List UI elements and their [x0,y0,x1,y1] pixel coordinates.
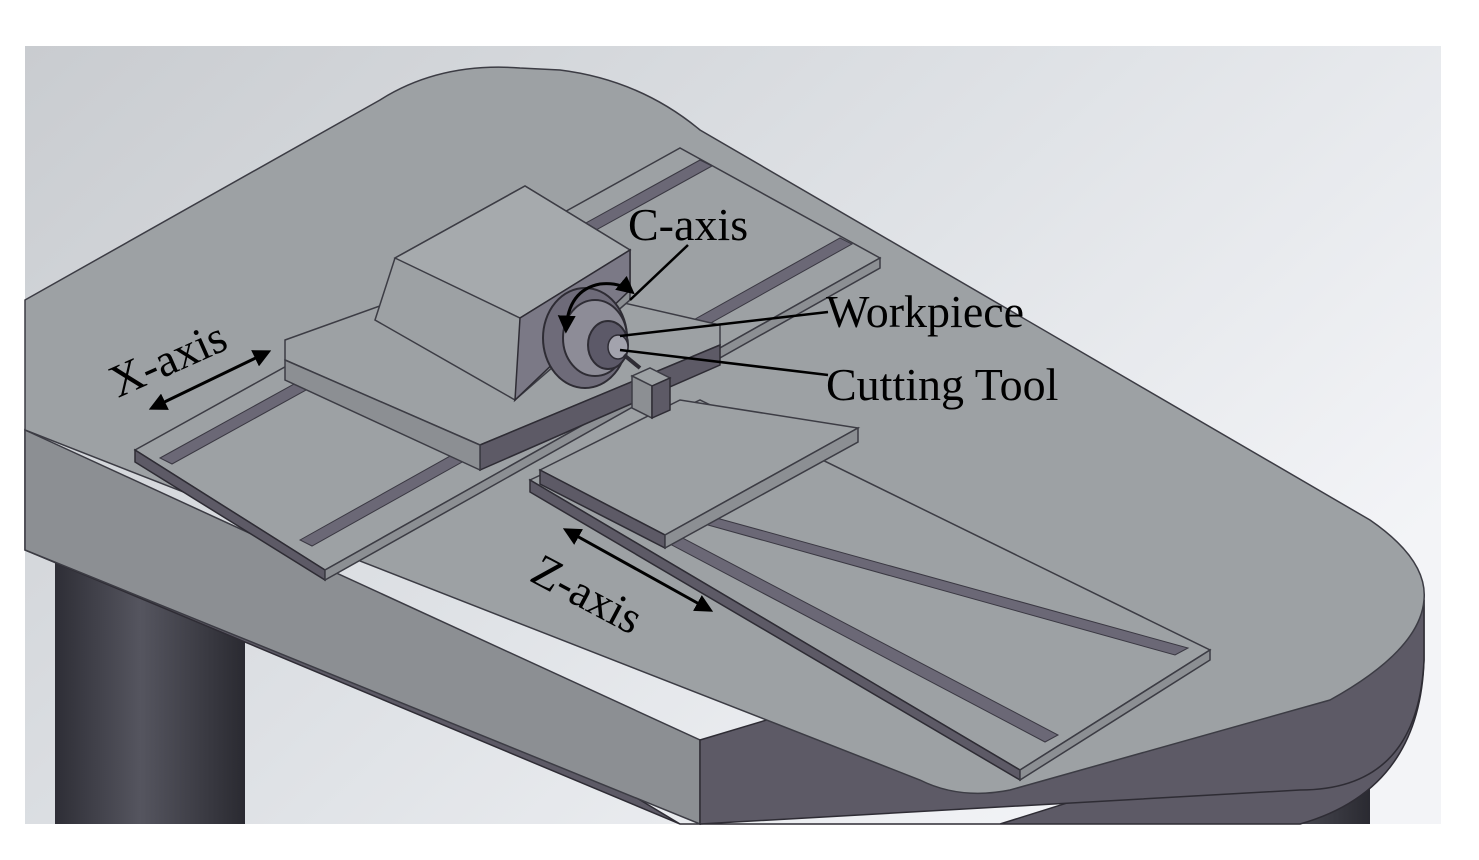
workpiece-label: Workpiece [826,286,1024,337]
x-axis-arrow [148,350,272,410]
cutting-tool-leader [619,348,829,377]
c-axis-rotation-arrow [557,275,635,334]
c-axis-leader [629,244,689,301]
z-axis-arrow [562,528,714,612]
workpiece-leader [619,310,829,338]
cutting-tool-label: Cutting Tool [826,359,1058,410]
workpiece [587,320,629,370]
cutting-tool [622,353,672,420]
c-axis-label: C-axis [628,199,748,250]
